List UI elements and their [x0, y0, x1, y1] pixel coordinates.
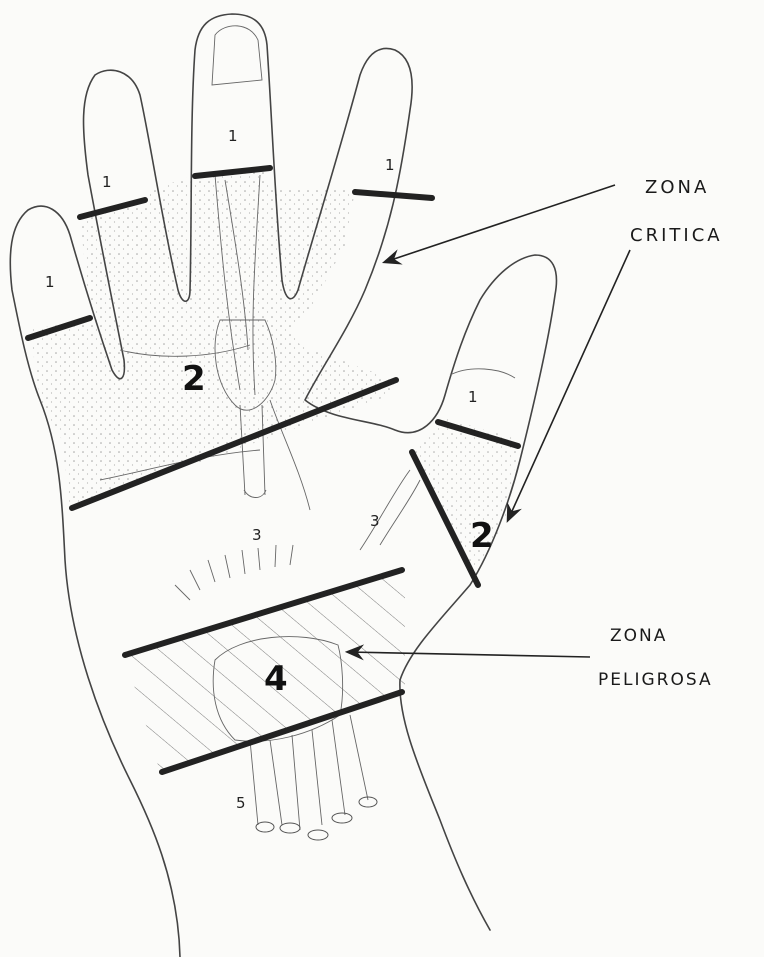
zone-1-ring-finger: 1 — [102, 173, 112, 191]
middle-finger-nail — [212, 26, 262, 85]
carpal-radiating-lines — [175, 545, 293, 600]
zona-peligrosa-label-line2: PELIGROSA — [598, 670, 713, 690]
zone-3-palm: 3 — [252, 526, 262, 544]
tendon-stumps — [256, 797, 377, 840]
zone-4-carpal: 4 — [264, 659, 288, 699]
zone-1-middle-finger: 1 — [228, 127, 238, 145]
zone-3-thumb: 3 — [370, 512, 380, 530]
zone-2-thumb: 2 — [470, 516, 494, 556]
zona-peligrosa-label-line1: ZONA — [610, 626, 667, 646]
zone-1-little-finger: 1 — [45, 273, 55, 291]
zona-critica-label-line2: CRITICA — [630, 225, 723, 246]
zone-5-forearm: 5 — [236, 794, 246, 812]
zone-1-index-finger: 1 — [385, 156, 395, 174]
zone-1-thumb: 1 — [468, 388, 478, 406]
zona-critica-label-line1: ZONA — [645, 177, 709, 198]
thumb-nail-crease — [450, 369, 515, 378]
zona-critica-arrow-to-thumb — [508, 250, 630, 520]
thumb-tendon — [360, 470, 420, 550]
zone-2-palm: 2 — [182, 359, 206, 399]
